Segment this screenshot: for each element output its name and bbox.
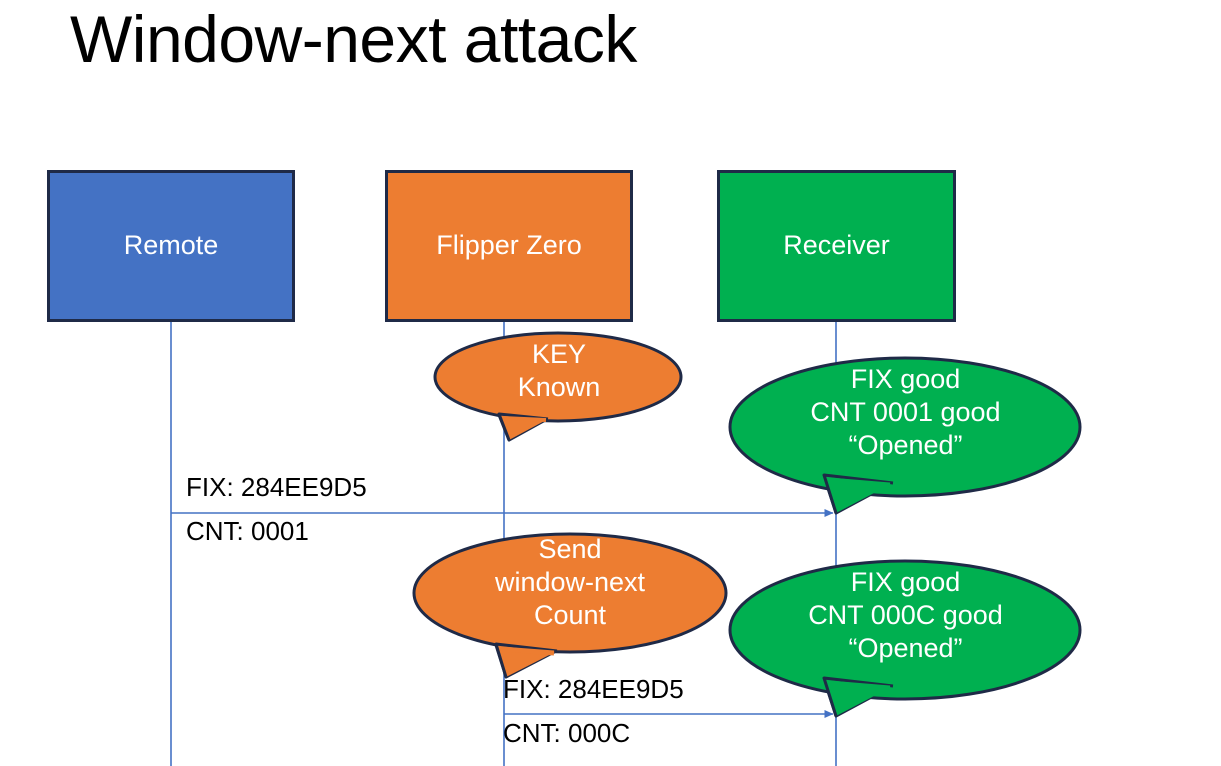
message-2-cnt-label: CNT: 000C <box>503 718 631 748</box>
actor-box-flipper[interactable]: Flipper Zero <box>385 170 633 322</box>
actor-label-flipper: Flipper Zero <box>436 230 582 261</box>
message-1-cnt-label: CNT: 0001 <box>186 516 309 546</box>
speech-bubble-receiver-ack-1 <box>728 356 1082 515</box>
page-title: Window-next attack <box>70 2 637 76</box>
actor-label-remote: Remote <box>123 230 219 261</box>
message-1-fix-label: FIX: 284EE9D5 <box>186 472 367 502</box>
actor-box-receiver[interactable]: Receiver <box>717 170 956 322</box>
speech-bubble-key-known <box>433 331 683 442</box>
speech-bubble-send-window-next <box>412 532 728 679</box>
actor-label-receiver: Receiver <box>783 230 890 261</box>
speech-bubble-receiver-ack-2 <box>728 559 1082 718</box>
actor-box-remote[interactable]: Remote <box>47 170 295 322</box>
message-2-fix-label: FIX: 284EE9D5 <box>503 674 684 704</box>
